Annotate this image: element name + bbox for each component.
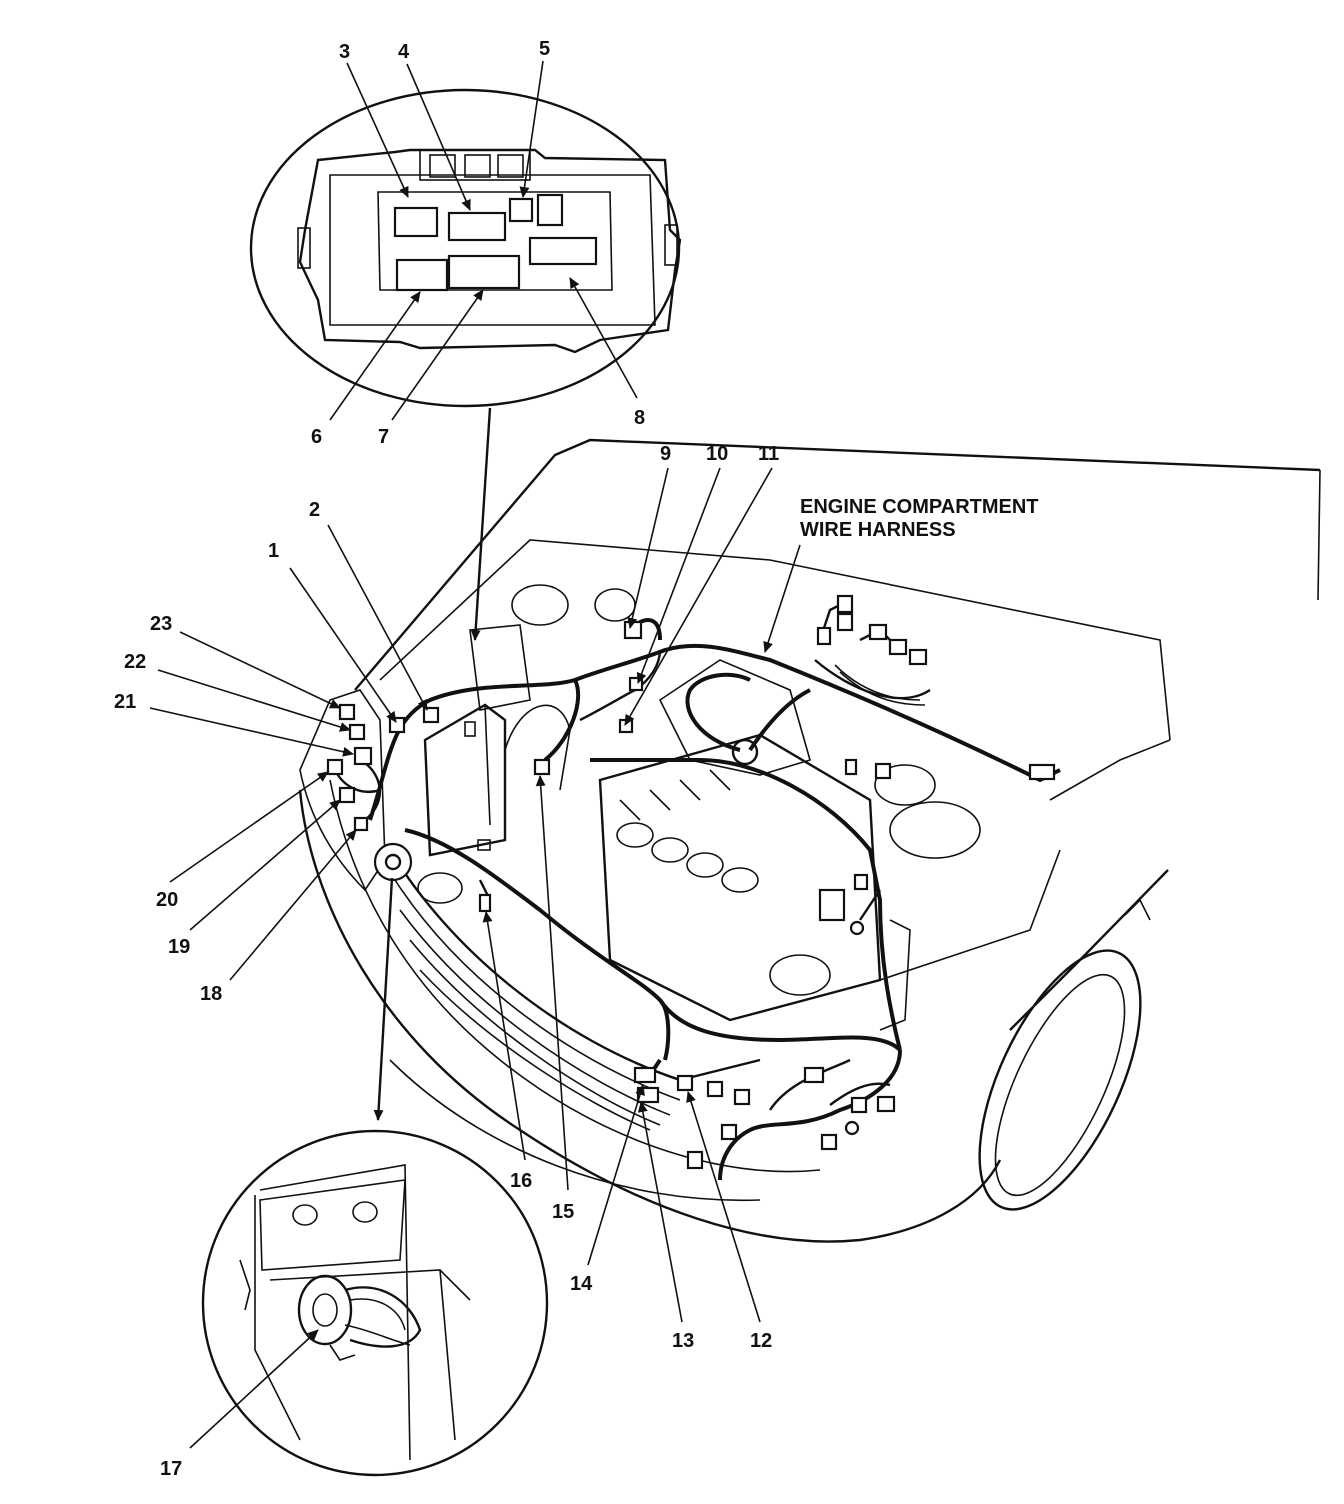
callout-3: 3 xyxy=(339,41,350,63)
callout-14: 14 xyxy=(570,1273,593,1295)
callout-6: 6 xyxy=(311,426,322,448)
relay-3 xyxy=(393,206,439,238)
car-body xyxy=(298,438,1321,1243)
title-line-2: WIRE HARNESS xyxy=(800,519,956,541)
connectors xyxy=(326,594,1056,1170)
callout-15: 15 xyxy=(552,1201,574,1223)
fuse-box-inset xyxy=(249,88,682,408)
callout-18: 18 xyxy=(200,983,222,1005)
grommet-closeup xyxy=(297,1274,353,1346)
callout-16: 16 xyxy=(510,1170,532,1192)
relay-4 xyxy=(447,211,507,242)
ground-grommet xyxy=(373,842,413,882)
callout-13: 13 xyxy=(672,1330,694,1352)
callout-4: 4 xyxy=(398,41,410,63)
callout-5: 5 xyxy=(539,38,550,60)
callout-17: 17 xyxy=(160,1458,182,1480)
relay-8 xyxy=(528,236,598,266)
callout-2: 2 xyxy=(309,499,320,521)
callout-20: 20 xyxy=(156,889,178,911)
callout-7: 7 xyxy=(378,426,389,448)
callout-numbers: 1 2 3 4 5 6 7 8 9 10 11 12 13 14 15 16 1… xyxy=(114,38,779,1480)
callout-10: 10 xyxy=(706,443,728,465)
relay-6 xyxy=(395,258,449,292)
title-line-1: ENGINE COMPARTMENT xyxy=(800,496,1039,518)
grommet-inset xyxy=(201,1129,549,1477)
callout-11: 11 xyxy=(758,443,779,465)
callout-8: 8 xyxy=(634,407,645,429)
relay-7 xyxy=(447,254,521,290)
callout-1: 1 xyxy=(268,540,279,562)
callout-9: 9 xyxy=(660,443,671,465)
callout-23: 23 xyxy=(150,613,172,635)
callout-19: 19 xyxy=(168,936,190,958)
callout-12: 12 xyxy=(750,1330,772,1352)
relay-5 xyxy=(508,197,534,223)
engine-compartment-wire-harness xyxy=(333,598,1061,1181)
title-label: ENGINE COMPARTMENT WIRE HARNESS xyxy=(800,496,1039,541)
callout-21: 21 xyxy=(114,691,136,713)
callout-22: 22 xyxy=(124,651,146,673)
leader-lines xyxy=(149,60,801,1449)
